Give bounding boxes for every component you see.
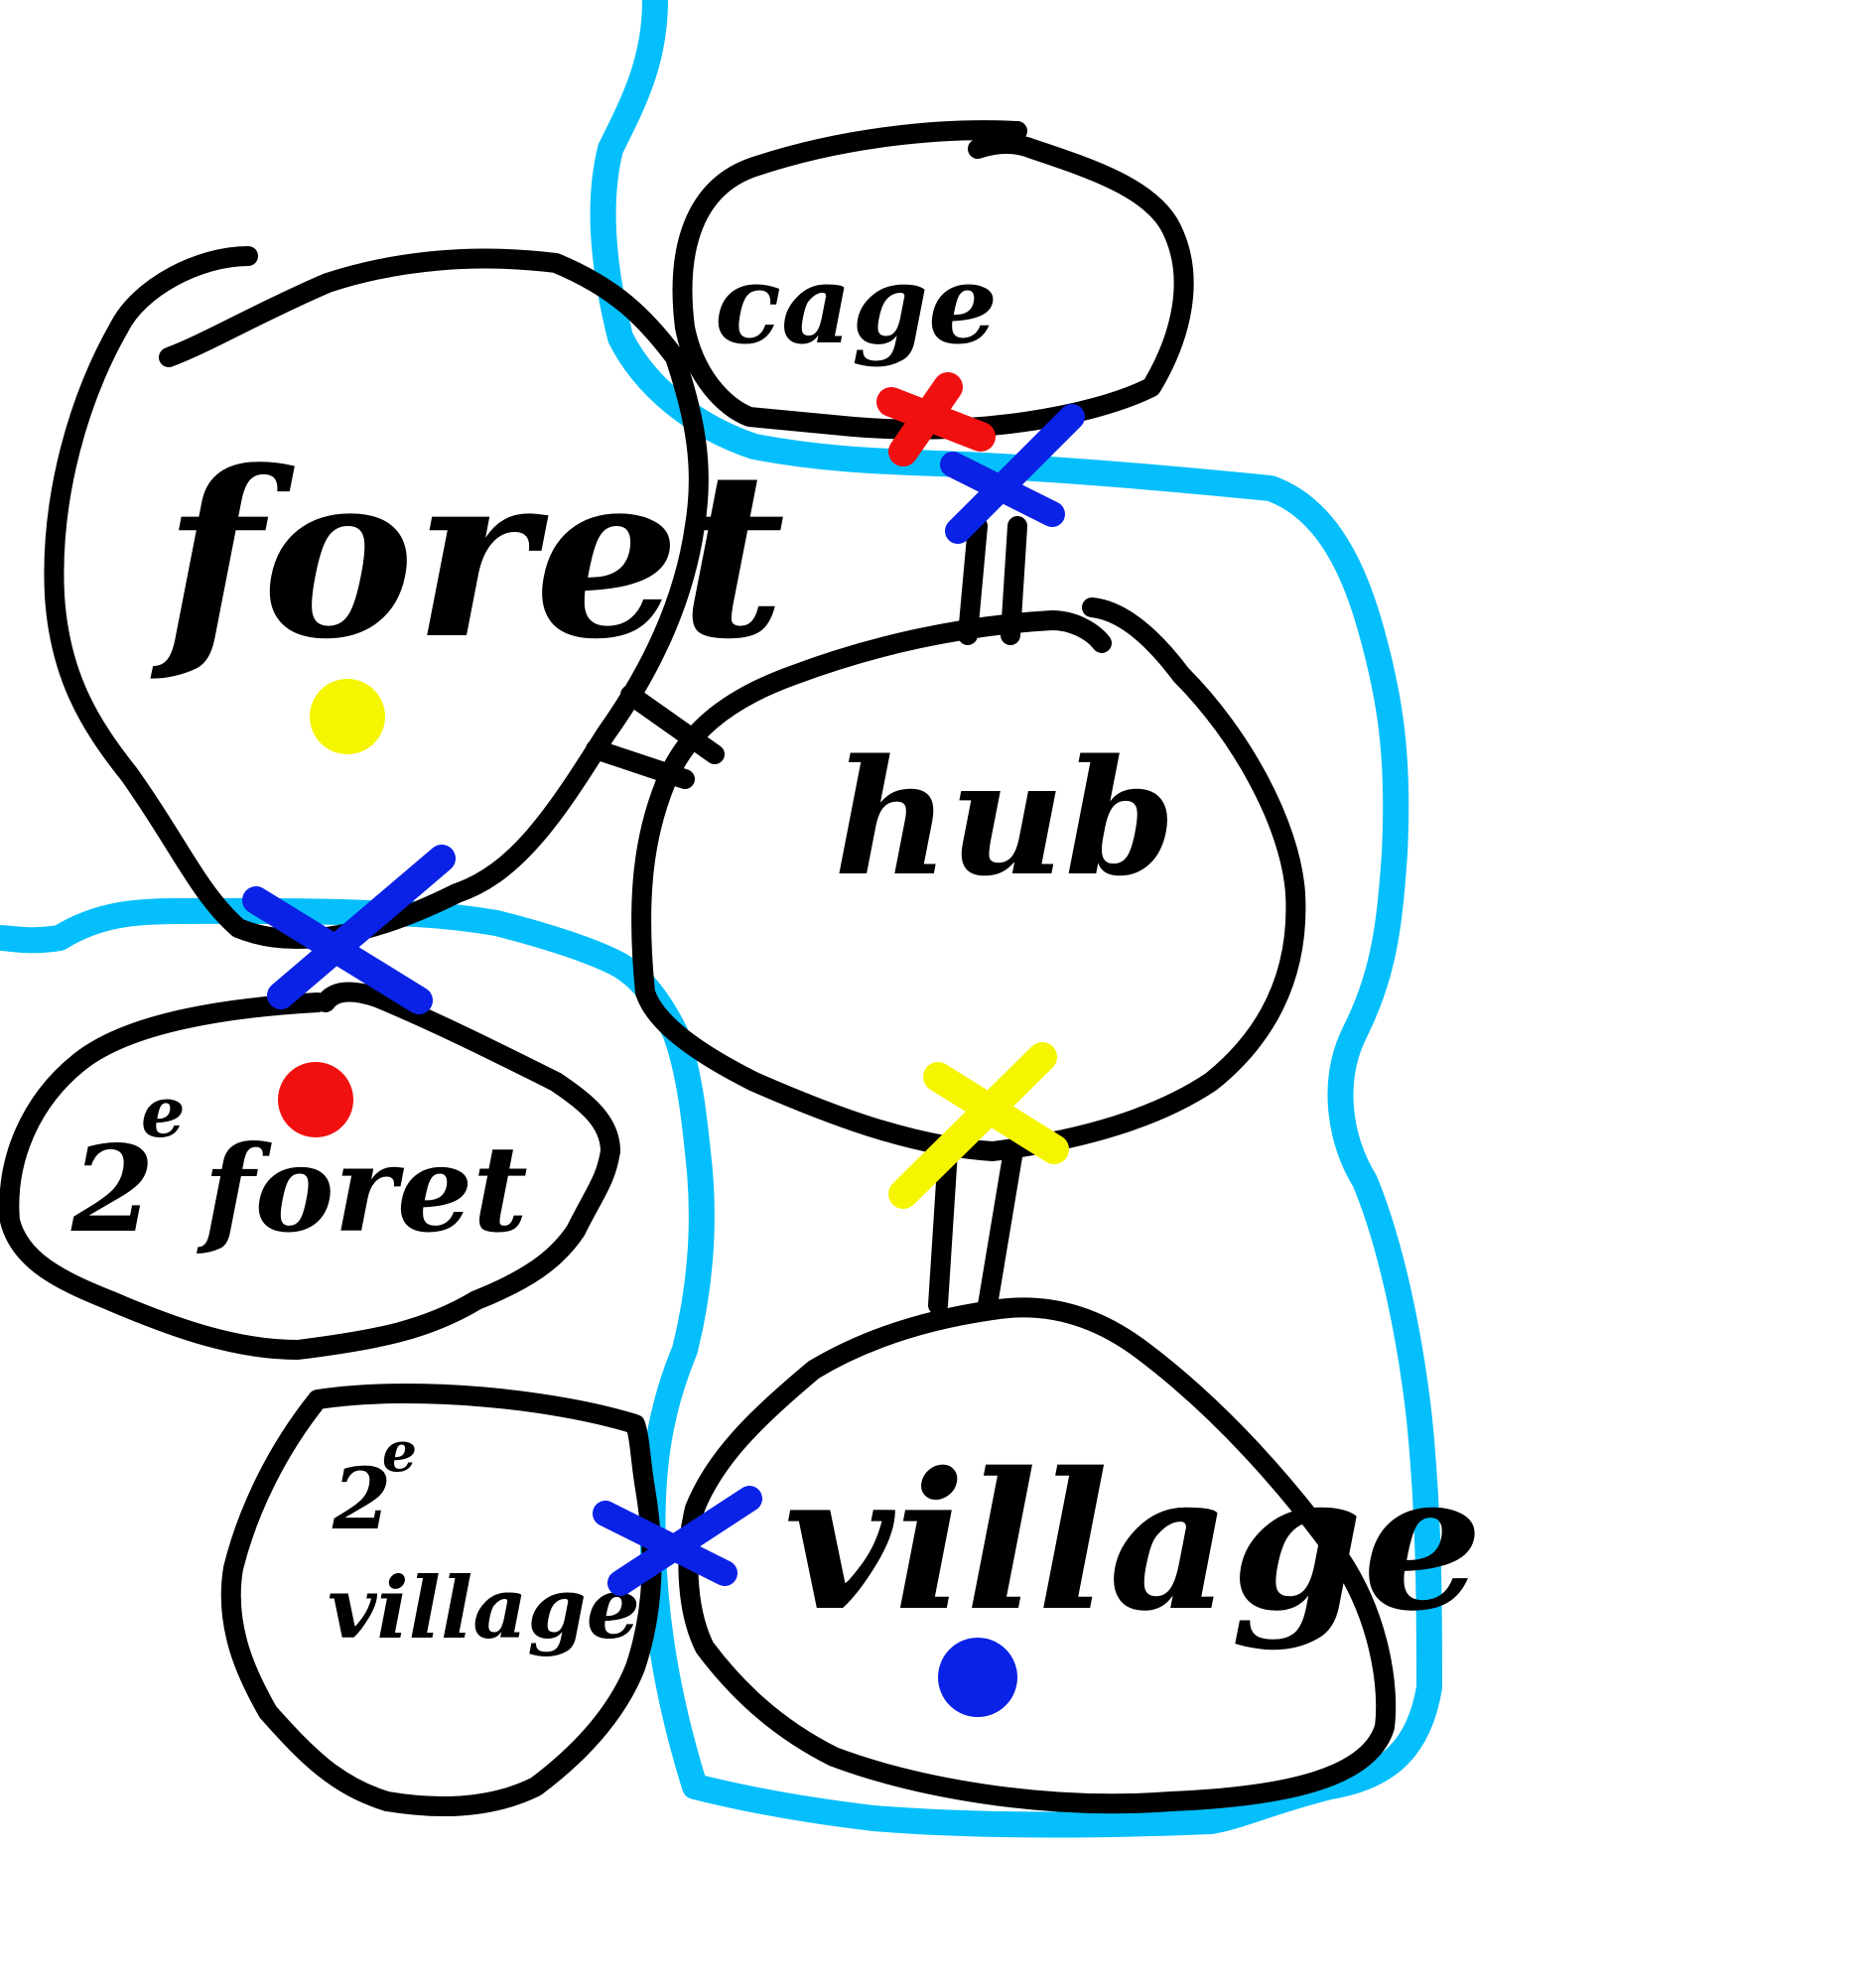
hub-village-yellow-cross (888, 1042, 1069, 1209)
second-village-name: village (328, 1559, 640, 1658)
village-outline (678, 1297, 1397, 1814)
node-second-village: 2 e village (220, 1384, 662, 1816)
forest-yellow-dot (310, 679, 385, 754)
second-forest-red-dot (278, 1062, 353, 1137)
second-village-outline (220, 1384, 662, 1816)
cage-hub-link-line-2 (1001, 516, 1027, 645)
second-village-prefix: 2 (332, 1450, 391, 1549)
link-forest-hub (586, 685, 725, 789)
cage-red-cross (876, 372, 996, 466)
link-cage-hub (958, 516, 1027, 645)
node-second-forest: 2 e foret (0, 982, 620, 1360)
node-forest: foret (44, 246, 785, 950)
second-forest-sup: e (141, 1071, 186, 1153)
second-forest-name: foret (196, 1120, 528, 1259)
second-forest-outline (0, 982, 620, 1360)
village-blue-dot (938, 1638, 1017, 1717)
village-blue-cross (593, 1486, 762, 1596)
node-hub: hub (631, 597, 1306, 1161)
node-cage: cage (672, 120, 1194, 440)
cage-hub-link-line-1 (958, 516, 988, 645)
node-village: village (678, 1297, 1483, 1814)
forest-blue-cross (242, 845, 456, 1014)
link-hub-village (928, 1141, 1022, 1315)
second-forest-prefix: 2 (70, 1120, 155, 1259)
cage-label: cage (715, 240, 998, 368)
forest-hub-link-line-2 (586, 739, 695, 789)
village-label: village (784, 1431, 1483, 1653)
marks (242, 372, 1085, 1596)
forest-hub-link-line-1 (620, 685, 725, 764)
hub-outline (631, 597, 1306, 1161)
hub-village-link-line-2 (978, 1146, 1022, 1315)
forest-label: foret (150, 422, 785, 690)
hub-label: hub (834, 725, 1176, 911)
forest-outline (44, 246, 709, 950)
second-village-sup: e (382, 1419, 417, 1484)
cage-hub-blue-cross (940, 404, 1085, 544)
hub-village-link-line-1 (928, 1141, 958, 1315)
links (586, 516, 1027, 1315)
